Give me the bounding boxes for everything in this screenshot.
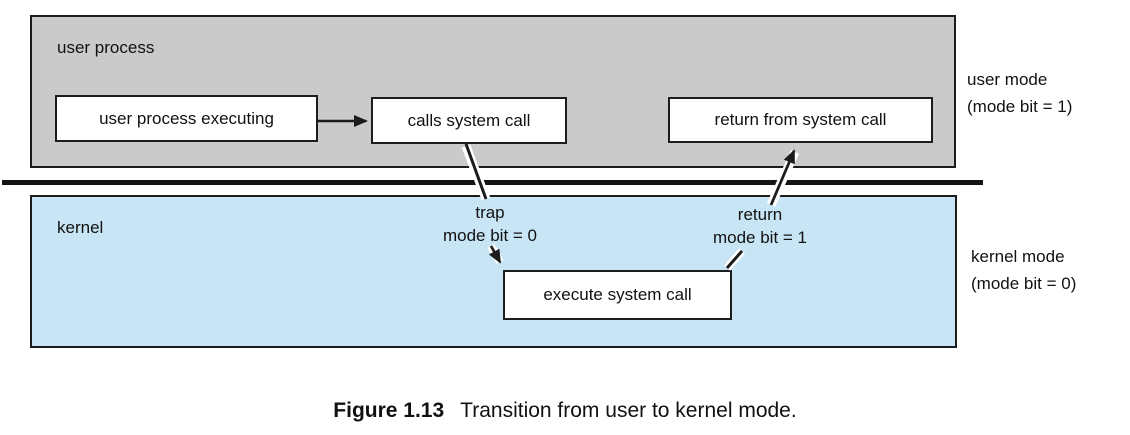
return-annotation-line2: mode bit = 1 [712, 228, 808, 247]
trap-annotation-line1: trap [475, 203, 505, 222]
trap-annotation: trap mode bit = 0 [395, 201, 585, 247]
node-calls-system-call: calls system call [371, 97, 567, 144]
node-user-process-executing: user process executing [55, 95, 318, 142]
return-annotation: return mode bit = 1 [665, 203, 855, 249]
return-annotation-line1: return [737, 205, 783, 224]
node-return-from-system-call: return from system call [668, 97, 933, 143]
kernel-region-label: kernel [57, 218, 104, 237]
node-execute-system-call: execute system call [503, 270, 732, 320]
trap-annotation-line2: mode bit = 0 [442, 226, 538, 245]
kernel-mode-label: kernel mode (mode bit = 0) [971, 243, 1076, 297]
node-calls-system-call-label: calls system call [407, 110, 531, 130]
node-return-from-system-call-label: return from system call [714, 110, 887, 129]
node-execute-system-call-label: execute system call [543, 285, 692, 304]
figure-caption-number: Figure 1.13 [333, 399, 445, 422]
node-user-process-executing-label: user process executing [99, 108, 274, 128]
user-process-region-label: user process [57, 38, 155, 57]
user-mode-label-line2: (mode bit = 1) [967, 97, 1073, 116]
figure-caption-text: Transition from user to kernel mode. [460, 399, 797, 422]
kernel-mode-label-line1: kernel mode [971, 247, 1065, 266]
kernel-region: kernel [30, 195, 957, 348]
user-process-region: user process [30, 15, 956, 168]
kernel-mode-label-line2: (mode bit = 0) [971, 274, 1077, 293]
user-mode-label: user mode (mode bit = 1) [967, 66, 1072, 120]
mode-boundary-line [2, 180, 983, 185]
user-mode-label-line1: user mode [967, 70, 1048, 89]
figure-caption: Figure 1.13 Transition from user to kerne… [0, 398, 1130, 424]
